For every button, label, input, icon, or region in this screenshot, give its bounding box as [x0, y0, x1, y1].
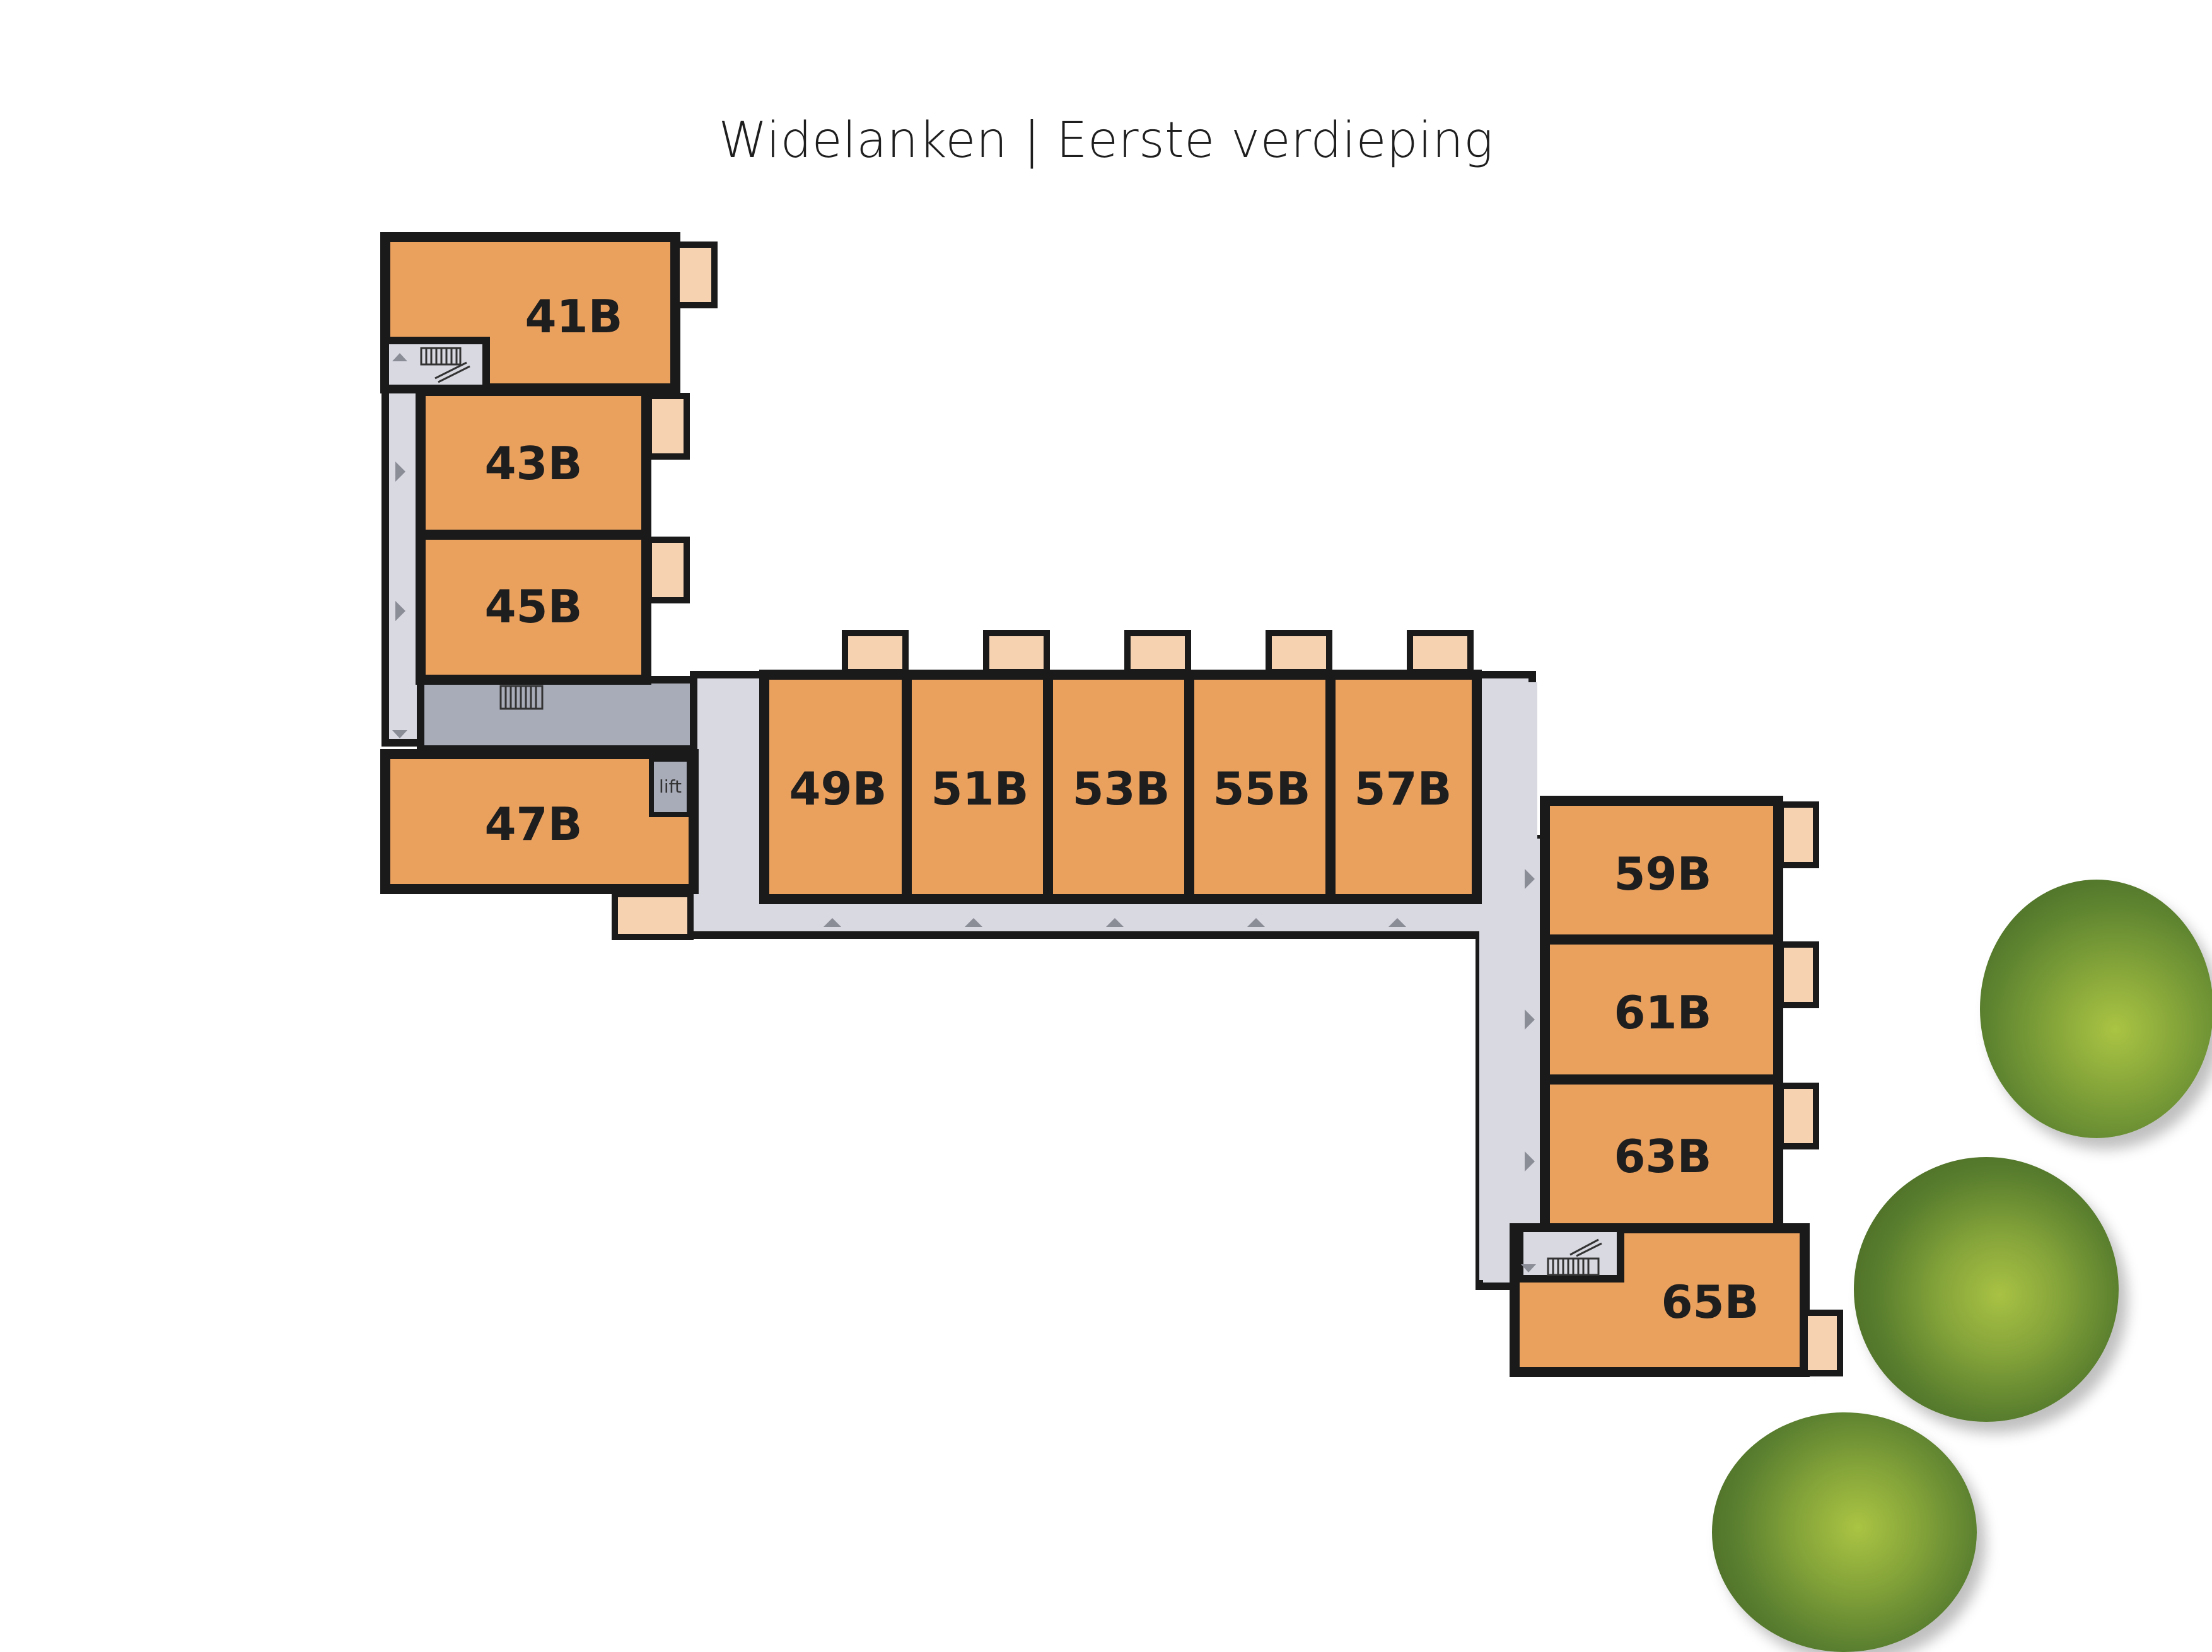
- unit-label: 49B: [789, 762, 887, 815]
- balcony: [1778, 1083, 1819, 1149]
- tree-icon: [1854, 1157, 2119, 1422]
- unit-47B[interactable]: [380, 749, 699, 894]
- balcony: [1124, 630, 1191, 675]
- unit-45B[interactable]: [416, 530, 651, 685]
- staircase-icon: [420, 347, 470, 383]
- balconies: [612, 241, 1843, 1376]
- balcony: [673, 241, 718, 308]
- staircase-icon: [499, 685, 544, 710]
- unit-label: 63B: [1614, 1130, 1711, 1183]
- unit-57B[interactable]: [1325, 670, 1482, 904]
- unit-label: 53B: [1072, 762, 1170, 815]
- unit-label: 43B: [484, 437, 582, 490]
- balcony: [1802, 1310, 1843, 1376]
- unit-41B[interactable]: [380, 232, 680, 393]
- unit-label: 65B: [1661, 1276, 1759, 1329]
- stair-hall: [1516, 1224, 1624, 1283]
- unit-label: 45B: [484, 580, 582, 633]
- unit-63B[interactable]: [1540, 1074, 1783, 1233]
- unit-label: 41B: [525, 290, 622, 343]
- unit-label: 47B: [484, 798, 582, 851]
- balcony: [646, 537, 690, 603]
- stair-hall: [417, 676, 697, 753]
- balcony: [1778, 941, 1819, 1008]
- lift-label: lift: [659, 776, 682, 797]
- tree-icon: [1980, 880, 2212, 1138]
- page-title: Widelanken | Eerste verdieping: [718, 112, 1494, 169]
- balcony: [1266, 630, 1332, 675]
- balcony: [1778, 801, 1819, 868]
- balcony: [1407, 630, 1474, 675]
- unit-label: 59B: [1614, 847, 1711, 900]
- unit-55B[interactable]: [1184, 670, 1336, 904]
- unit-43B[interactable]: [416, 386, 651, 540]
- balcony: [842, 630, 909, 675]
- unit-label: 51B: [931, 762, 1028, 815]
- unit-label: 57B: [1354, 762, 1452, 815]
- floor-plan: 41B 43B 45B 47B 49B 51B 53B 55B 57B 59B …: [380, 232, 1843, 1377]
- unit-label: 61B: [1614, 986, 1711, 1039]
- staircase-icon: [1547, 1238, 1602, 1276]
- balcony: [983, 630, 1050, 675]
- unit-label: 55B: [1213, 762, 1310, 815]
- unit-61B[interactable]: [1540, 934, 1783, 1085]
- lift: [649, 757, 692, 817]
- balcony: [646, 393, 690, 460]
- arrow-icon: [392, 353, 1536, 1272]
- balcony: [612, 891, 694, 940]
